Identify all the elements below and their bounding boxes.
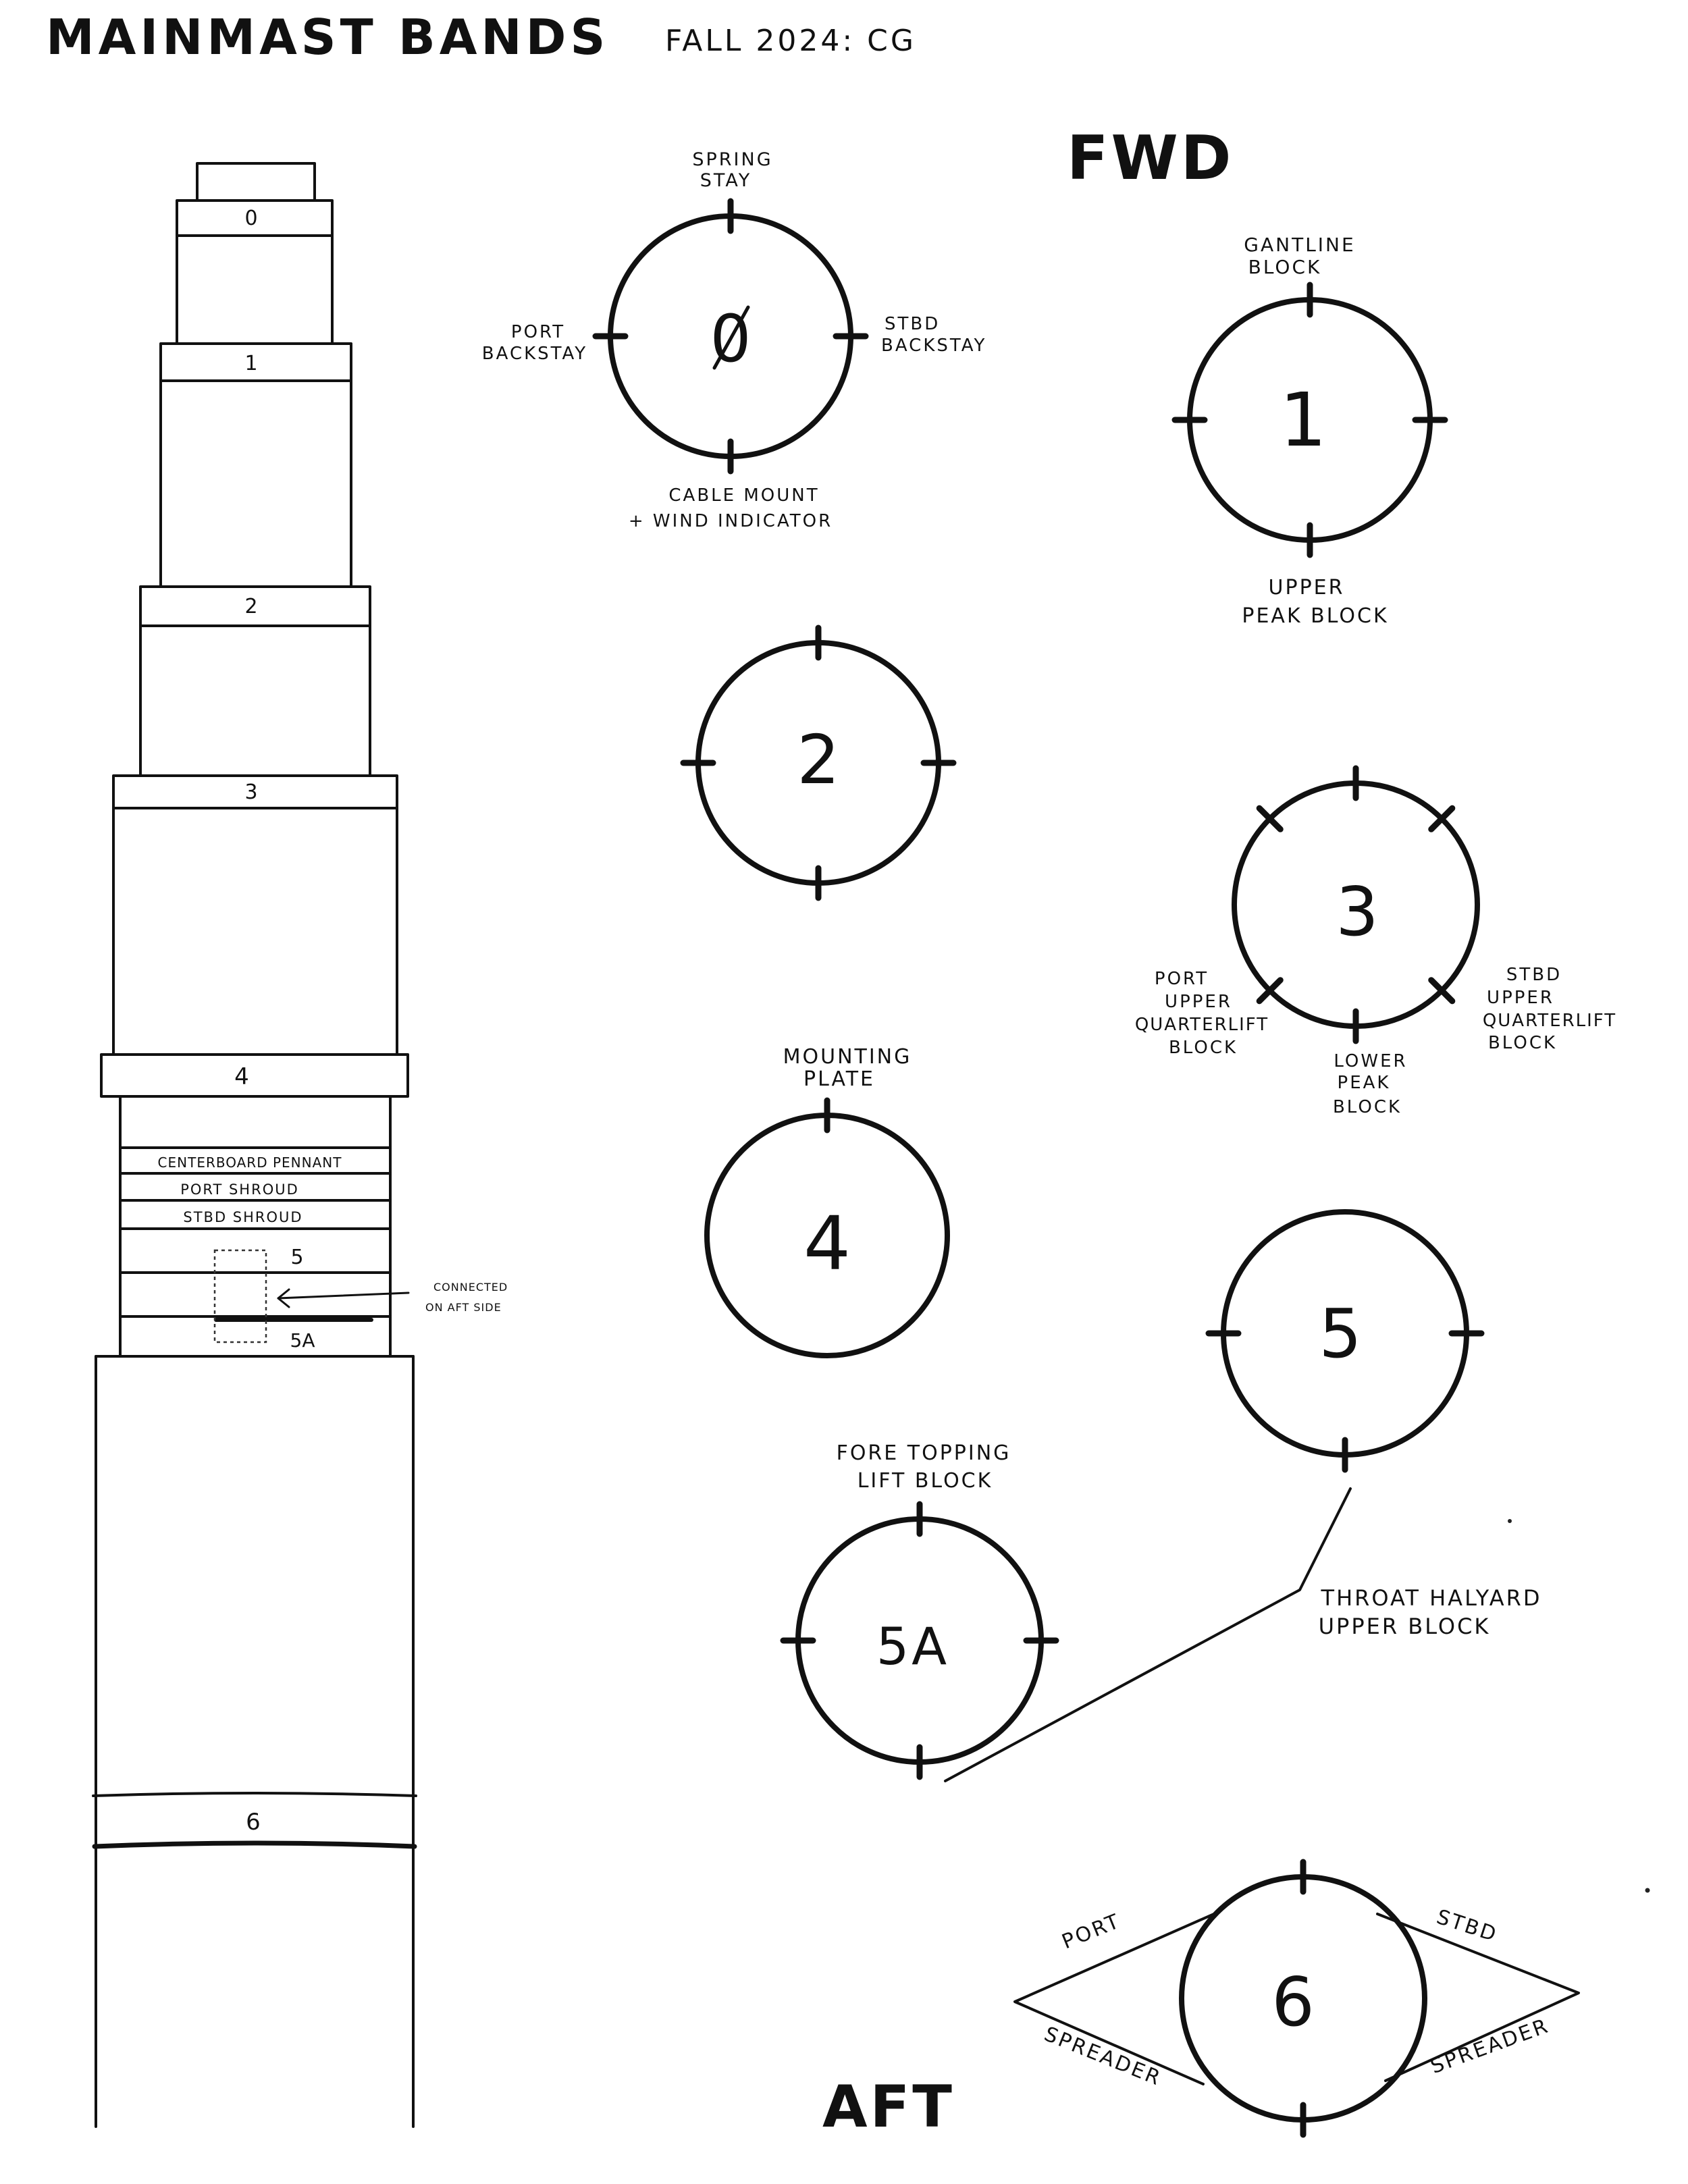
label-port-block: BLOCK [1169, 1038, 1238, 1058]
label-port-spreader-bottom: SPREADER [1041, 2022, 1165, 2091]
mast-section-3 [112, 807, 398, 1056]
band-circles [592, 198, 1485, 2138]
page-subtitle: FALL 2024: CG [665, 24, 916, 58]
row-stbd-shroud: STBD SHROUD [183, 1209, 302, 1225]
row-centerboard-pennant: CENTERBOARD PENNANT [158, 1154, 342, 1171]
label-lower: LOWER [1334, 1051, 1407, 1071]
band-0-labels: SPRING STAY PORT BACKSTAY STBD BACKSTAY … [482, 149, 986, 531]
label-port-quarterlift: QUARTERLIFT [1135, 1015, 1269, 1035]
label-mounting: MOUNTING [783, 1045, 912, 1069]
label-upper-block: UPPER BLOCK [1319, 1614, 1491, 1639]
mast-band-label-6: 6 [246, 1809, 261, 1836]
label-upper: UPPER [1269, 576, 1345, 600]
mast-section-1 [159, 379, 352, 588]
mast-section-2 [139, 624, 371, 777]
band-5-callout: THROAT HALYARD UPPER BLOCK [944, 1487, 1542, 1782]
note-connected: CONNECTED [433, 1281, 508, 1294]
label-cable-mount: CABLE MOUNT [668, 485, 819, 506]
band-4-labels: MOUNTING PLATE [783, 1045, 912, 1091]
mast-band-label-4: 4 [234, 1063, 249, 1090]
label-lift-block: LIFT BLOCK [858, 1469, 993, 1493]
label-spring-stay-2: STAY [700, 170, 751, 191]
label-stbd-spreader-bottom: SPREADER [1427, 2014, 1552, 2079]
label-stbd-quarterlift: QUARTERLIFT [1483, 1011, 1616, 1031]
band-2-number: 2 [797, 720, 840, 799]
label-port: PORT [1155, 969, 1209, 989]
band-3-labels: PORT UPPER QUARTERLIFT BLOCK STBD UPPER … [1135, 965, 1616, 1117]
mast-band-label-1: 1 [244, 352, 257, 375]
label-stbd-backstay-1: STBD [885, 314, 940, 334]
label-lower-peak-block: BLOCK [1333, 1097, 1402, 1117]
page-title: MAINMAST BANDS [46, 9, 609, 65]
label-peak-block: PEAK BLOCK [1242, 604, 1388, 628]
label-stbd-upper: UPPER [1487, 988, 1554, 1008]
throat-halyard-leader-line [944, 1487, 1352, 1782]
pencil-dot [1508, 1519, 1512, 1523]
band-3-tick [1428, 977, 1456, 1005]
band-5a-number: 5A [876, 1616, 949, 1676]
mast-band-label-0: 0 [244, 207, 257, 230]
mast-labels: 0 1 2 3 4 5 5A 6 CENTERBOARD PENNANT POR… [158, 207, 508, 1836]
band-3-tick [1428, 805, 1456, 832]
band-5a-labels: FORE TOPPING LIFT BLOCK [837, 1441, 1011, 1493]
band-4-number: 4 [803, 1200, 851, 1287]
label-stbd: STBD [1506, 965, 1562, 985]
label-throat-halyard: THROAT HALYARD [1321, 1585, 1542, 1611]
mast-band-6-bottom [92, 1840, 417, 1849]
aft-label: AFT [822, 2073, 955, 2141]
label-port-backstay-1: PORT [511, 322, 565, 342]
fwd-label: FWD [1067, 123, 1234, 194]
row-port-shroud: PORT SHROUD [180, 1181, 299, 1198]
band-1-labels: GANTLINE BLOCK UPPER PEAK BLOCK [1242, 234, 1388, 628]
band-3-number: 3 [1336, 872, 1379, 951]
label-peak: PEAK [1338, 1073, 1391, 1093]
mast-band-label-2: 2 [244, 595, 257, 618]
zero-slash [712, 305, 750, 370]
label-stbd-backstay-2: BACKSTAY [881, 336, 986, 356]
mast-band-label-5: 5 [290, 1246, 303, 1269]
band-3-tick [1256, 805, 1284, 832]
note-on-aft-side: ON AFT SIDE [425, 1301, 502, 1314]
label-port-backstay-2: BACKSTAY [482, 344, 587, 364]
band-3-tick [1256, 977, 1284, 1005]
label-stbd-block: BLOCK [1488, 1033, 1557, 1053]
mast-band-label-5a: 5A [290, 1329, 315, 1352]
mast-elevation [92, 162, 417, 2128]
pencil-dot [1645, 1888, 1650, 1893]
aft-connection-outline [213, 1249, 267, 1343]
aft-connection-arrow [277, 1288, 410, 1308]
mast-band-6-top [92, 1792, 417, 1797]
label-spring-stay-1: SPRING [692, 149, 772, 170]
mast-band-label-3: 3 [244, 780, 257, 804]
band-5-number: 5 [1319, 1294, 1362, 1373]
mast-section-top [176, 234, 334, 345]
label-plate: PLATE [803, 1067, 875, 1091]
mast-truck [196, 162, 316, 202]
port-spreader-line [1013, 1913, 1215, 2085]
label-fore-topping: FORE TOPPING [837, 1441, 1011, 1465]
band-6-number: 6 [1271, 1963, 1315, 2042]
stbd-spreader-line [1376, 1913, 1580, 2082]
band-1-number: 1 [1280, 377, 1327, 463]
label-gantline: GANTLINE [1244, 234, 1355, 256]
label-gantline-block: BLOCK [1248, 256, 1322, 278]
label-port-upper: UPPER [1165, 992, 1232, 1012]
mast-band-4-ring [100, 1053, 409, 1098]
label-port-spreader-top: PORT [1059, 1909, 1124, 1954]
label-wind-indicator: + WIND INDICATOR [629, 511, 833, 531]
